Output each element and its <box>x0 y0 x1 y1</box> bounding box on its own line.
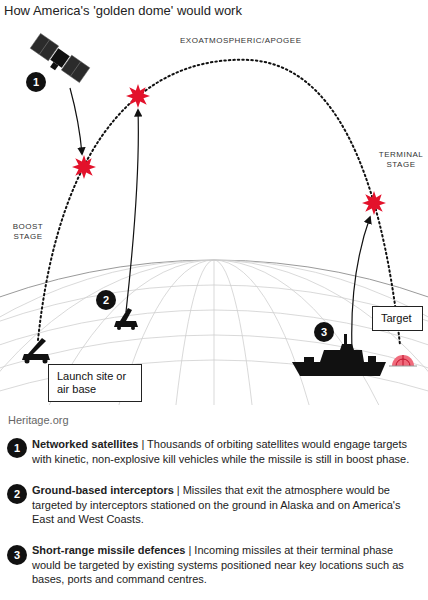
location-box: Launch site or air base <box>48 364 142 402</box>
intercept-burst <box>126 84 150 108</box>
callout-number: 2 <box>96 290 116 310</box>
callout-number: 3 <box>314 322 334 342</box>
terminal-interceptor-arrow <box>352 217 370 350</box>
callout-number: 2 <box>7 484 27 504</box>
interceptor-launcher-icon <box>114 308 138 330</box>
description-row: Short-range missile defences| Incoming m… <box>32 543 420 587</box>
globe-grid <box>0 260 428 405</box>
missile-trajectory <box>38 60 400 345</box>
callout-number: 3 <box>7 545 27 565</box>
globe <box>0 260 428 405</box>
callout-number: 1 <box>7 438 27 458</box>
callout-number: 1 <box>26 72 46 92</box>
interceptor-arrow <box>126 110 138 312</box>
diagram-title: How America's 'golden dome' would work <box>4 3 242 18</box>
description-row: Networked satellites| Thousands of orbit… <box>32 437 420 466</box>
description-row: Ground-based interceptors| Missiles that… <box>32 483 420 527</box>
description-heading: Short-range missile defences <box>32 544 185 556</box>
intercept-burst <box>72 155 96 179</box>
description-heading: Ground-based interceptors <box>32 484 174 496</box>
box-text: Target <box>381 312 414 325</box>
launcher-icon <box>22 338 50 364</box>
warship-icon <box>292 334 386 376</box>
stage-label: TERMINAL STAGE <box>378 150 424 170</box>
source-credit: Heritage.org <box>8 414 69 426</box>
globe-horizon <box>0 260 428 405</box>
target-box: Target <box>372 306 423 331</box>
description-heading: Networked satellites <box>32 438 138 450</box>
box-text: Launch site or air base <box>57 370 131 396</box>
stage-label: EXOATMOSPHERIC/APOGEE <box>180 36 300 46</box>
target-dome <box>389 355 417 366</box>
stage-label: BOOST STAGE <box>10 222 46 242</box>
satellite-strike-arrow <box>70 88 82 154</box>
intercept-burst <box>362 191 386 215</box>
